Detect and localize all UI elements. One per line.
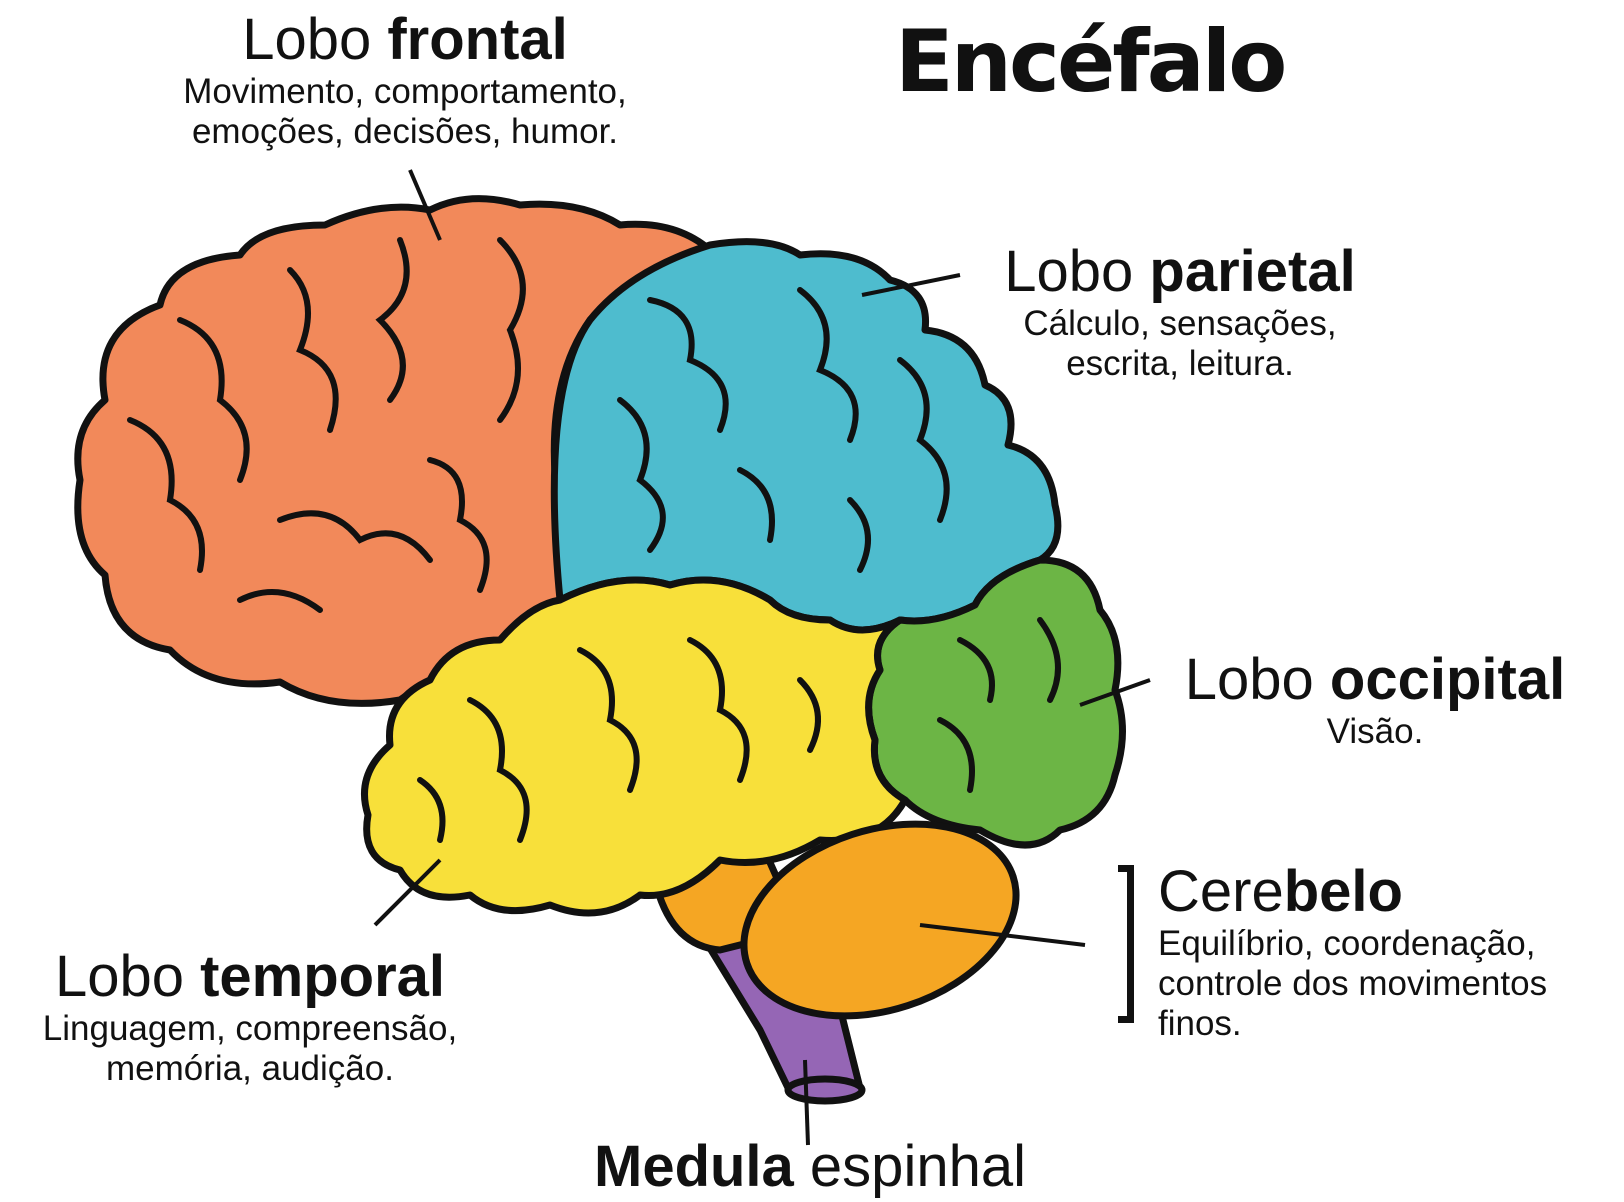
spinal-cord-end	[788, 1079, 862, 1101]
cerebellum-heading: Cerebelo	[1158, 860, 1547, 924]
occipital-lobe-name: occipital	[1330, 647, 1565, 712]
parietal-lobe-desc-line-1: Cálculo, sensações,	[960, 304, 1400, 344]
temporal-lobe-prefix: Lobo	[55, 944, 200, 1009]
frontal-lobe-prefix: Lobo	[242, 7, 387, 72]
parietal-lobe-name: parietal	[1149, 239, 1355, 304]
occipital-lobe-label: Lobo occipital Visão.	[1150, 648, 1600, 752]
occipital-lobe-heading: Lobo occipital	[1150, 648, 1600, 712]
spinal-cord-label: Medula espinhal	[500, 1135, 1120, 1199]
cerebellum-desc-line-3: finos.	[1158, 1004, 1547, 1044]
spinal-cord-heading: Medula espinhal	[500, 1135, 1120, 1199]
parietal-lobe-prefix: Lobo	[1004, 239, 1149, 304]
cerebellum-name: belo	[1284, 859, 1403, 924]
parietal-lobe-heading: Lobo parietal	[960, 240, 1400, 304]
parietal-lobe-label: Lobo parietal Cálculo, sensações, escrit…	[960, 240, 1400, 384]
frontal-lobe-name: frontal	[387, 7, 567, 72]
frontal-lobe-desc-line-1: Movimento, comportamento,	[150, 72, 660, 112]
cerebellum-prefix: Cere	[1158, 859, 1284, 924]
cerebellum-bracket	[1118, 865, 1134, 1023]
temporal-lobe-heading: Lobo temporal	[15, 945, 485, 1009]
spinal-cord-suffix: espinhal	[794, 1134, 1026, 1199]
cerebellum-desc-line-2: controle dos movimentos	[1158, 964, 1547, 1004]
parietal-lobe-desc-line-2: escrita, leitura.	[960, 344, 1400, 384]
cerebellum-label: Cerebelo Equilíbrio, coordenação, contro…	[1158, 860, 1547, 1045]
spinal-cord-name: Medula	[594, 1134, 794, 1199]
occipital-lobe-prefix: Lobo	[1185, 647, 1330, 712]
cerebellum-desc-line-1: Equilíbrio, coordenação,	[1158, 924, 1547, 964]
frontal-lobe-desc-line-2: emoções, decisões, humor.	[150, 112, 660, 152]
diagram-title: Encéfalo	[895, 12, 1284, 112]
occipital-lobe-desc-line-1: Visão.	[1150, 712, 1600, 752]
frontal-lobe-label: Lobo frontal Movimento, comportamento, e…	[150, 8, 660, 152]
frontal-lobe-heading: Lobo frontal	[150, 8, 660, 72]
temporal-lobe-desc-line-2: memória, audição.	[15, 1049, 485, 1089]
temporal-lobe-name: temporal	[200, 944, 445, 1009]
temporal-lobe-desc-line-1: Linguagem, compreensão,	[15, 1009, 485, 1049]
temporal-lobe-label: Lobo temporal Linguagem, compreensão, me…	[15, 945, 485, 1089]
